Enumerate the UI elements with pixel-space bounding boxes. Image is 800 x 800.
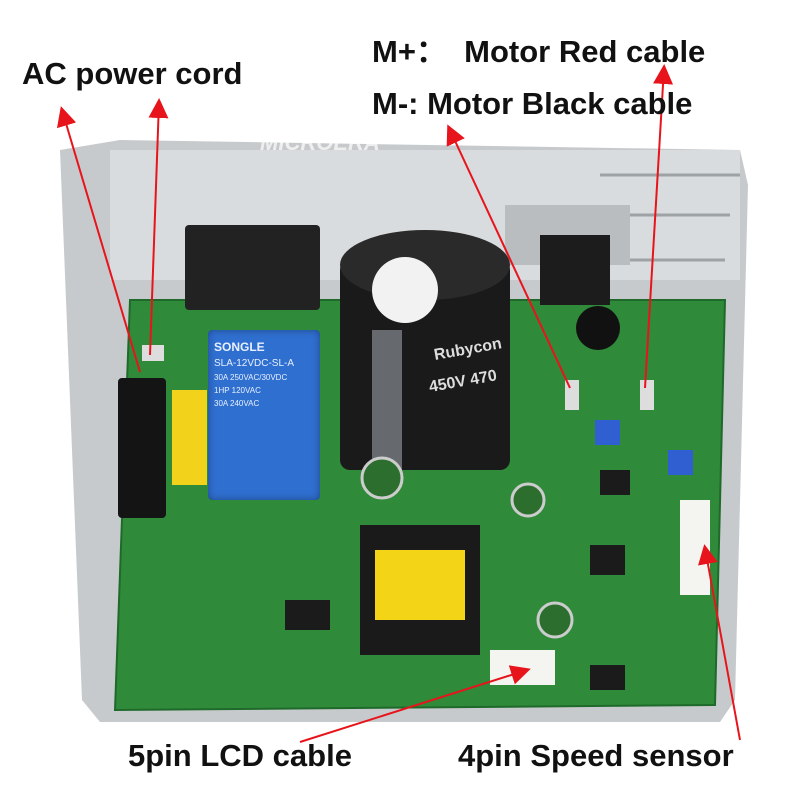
trim-potentiometer [595,420,620,445]
relay-model: SLA-12VDC-SL-A [214,358,295,369]
arrow-m-plus [644,64,674,389]
relay-rating: 1HP 120VAC [214,386,261,395]
capacitor-sleeve-stripe [372,330,402,470]
annotation-arrows [56,64,741,743]
small-capacitor [510,482,546,518]
ic-chip [590,545,625,575]
arrow-speed [698,544,741,741]
label-speed-sensor: 4pin Speed sensor [458,738,734,773]
speed-sensor-connector-4pin [680,500,710,595]
label-motor-plus: M+： Motor Red cable [372,34,706,69]
ac-terminal [142,345,164,361]
fuse-holder [118,378,166,518]
watermark-logo: MICROERA [260,130,380,155]
relay: SONGLE SLA-12VDC-SL-A 30A 250VAC/30VDC 1… [208,330,320,500]
relay-rating: 30A 240VAC [214,399,260,408]
bridge-rectifier [185,225,320,310]
arrow-ac-1 [56,106,141,373]
x-capacitor [172,390,207,485]
small-capacitor [536,601,574,639]
label-lcd-cable: 5pin LCD cable [128,738,352,773]
motor-minus-terminal [565,380,579,410]
label-motor-minus: M-: Motor Black cable [372,86,693,121]
arrow-lcd [299,665,531,743]
ic-chip [600,470,630,495]
transformer-coil [375,550,465,620]
inductor [576,306,620,350]
relay-brand: SONGLE [214,340,265,354]
capacitor-date-dial [372,257,438,323]
trim-potentiometer [668,450,693,475]
arrow-m-minus [446,124,571,389]
relay-rating: 30A 250VAC/30VDC [214,373,288,382]
arrow-ac-2 [148,98,169,356]
ic-chip [590,665,625,690]
label-ac-power-cord: AC power cord [22,56,243,91]
small-capacitor [360,456,404,500]
motor-plus-terminal [640,380,654,410]
mosfet [540,235,610,305]
ic-chip [285,600,330,630]
lcd-connector-5pin [490,650,555,685]
